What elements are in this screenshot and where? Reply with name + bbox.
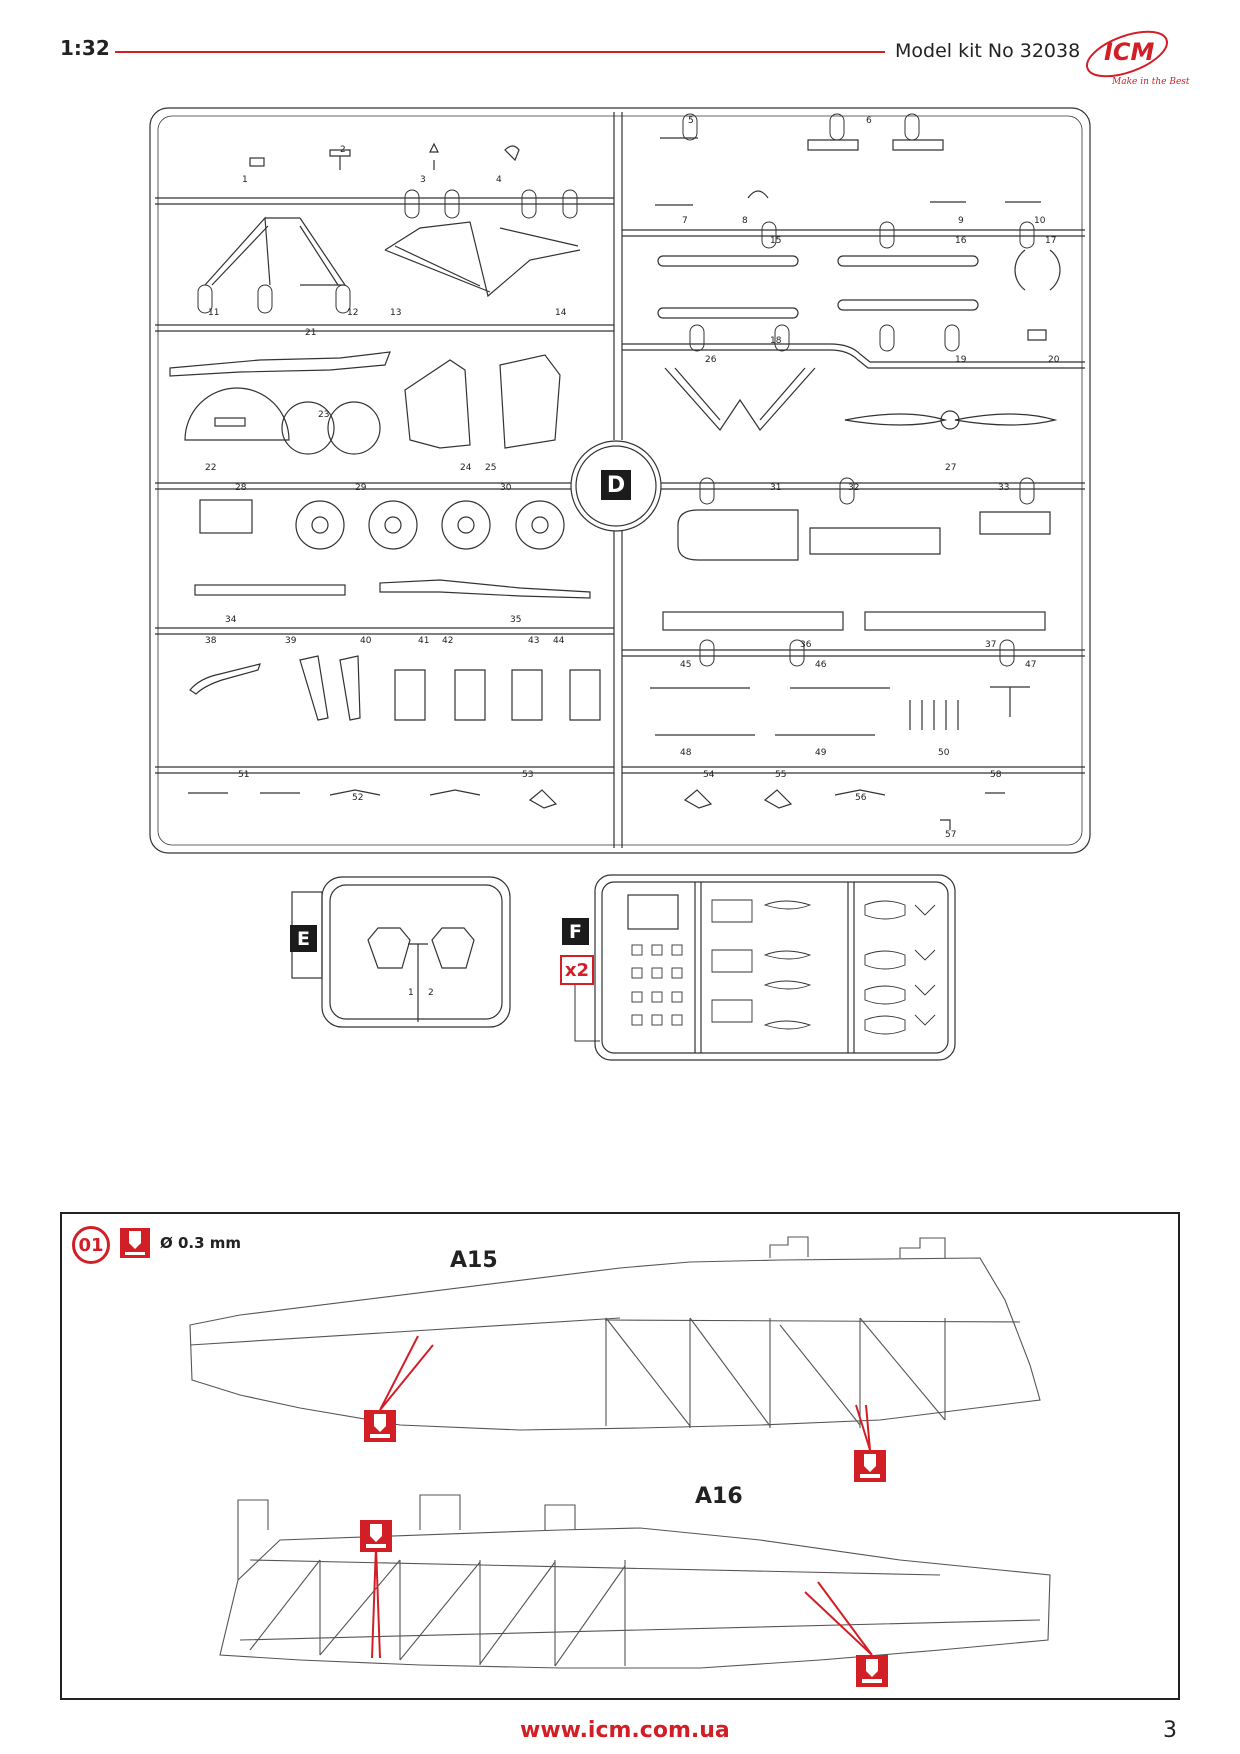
part-number: 48 — [680, 748, 692, 758]
part-number: 21 — [305, 328, 317, 338]
part-number: 51 — [238, 770, 250, 780]
sprue-f-multiplier: x2 — [560, 955, 594, 985]
part-number: 4 — [496, 175, 502, 185]
part-number: 41 — [418, 636, 430, 646]
part-number: 15 — [770, 236, 782, 246]
website-link[interactable]: www.icm.com.ua — [520, 1718, 730, 1743]
part-number: 38 — [205, 636, 217, 646]
sprue-e-tag: E — [290, 925, 317, 952]
part-number: 37 — [985, 640, 997, 650]
part-number: 36 — [800, 640, 812, 650]
part-number: 34 — [225, 615, 237, 625]
part-number: 25 — [485, 463, 497, 473]
part-number: 52 — [352, 793, 364, 803]
sprue-d-tag: D — [601, 470, 631, 500]
part-number: 33 — [998, 483, 1010, 493]
part-number: 29 — [355, 483, 367, 493]
part-number: 8 — [742, 216, 748, 226]
part-number: 56 — [855, 793, 867, 803]
part-number: 49 — [815, 748, 827, 758]
part-number: 3 — [420, 175, 426, 185]
logo-slogan: Make in the Best — [1111, 77, 1190, 87]
part-number: 1 — [408, 988, 414, 998]
icm-logo: ICM Make in the Best — [1082, 28, 1192, 90]
part-number: 17 — [1045, 236, 1057, 246]
part-number: 44 — [553, 636, 565, 646]
part-number: 24 — [460, 463, 472, 473]
part-number: 57 — [945, 830, 957, 840]
part-number: 7 — [682, 216, 688, 226]
part-number: 53 — [522, 770, 534, 780]
part-number: 23 — [318, 410, 330, 420]
part-number: 50 — [938, 748, 950, 758]
part-label-a15: A15 — [450, 1248, 498, 1273]
fuselage-a16-outline — [219, 1527, 1051, 1669]
part-number: 26 — [705, 355, 717, 365]
part-number: 19 — [955, 355, 967, 365]
sprue-e-frame — [321, 876, 511, 1028]
kit-number: Model kit No 32038 — [895, 40, 1081, 62]
part-number: 46 — [815, 660, 827, 670]
part-number: 30 — [500, 483, 512, 493]
step-01-panel — [60, 1212, 1180, 1700]
sprue-f-tag: F — [562, 918, 589, 945]
part-number: 16 — [955, 236, 967, 246]
part-number: 40 — [360, 636, 372, 646]
part-number: 10 — [1034, 216, 1046, 226]
part-number: 13 — [390, 308, 402, 318]
drill-diameter: Ø 0.3 mm — [160, 1234, 242, 1252]
part-number: 45 — [680, 660, 692, 670]
part-number: 35 — [510, 615, 522, 625]
part-label-a16: A16 — [695, 1484, 743, 1509]
part-number: 2 — [428, 988, 434, 998]
part-number: 32 — [848, 483, 860, 493]
part-number: 12 — [347, 308, 359, 318]
part-number: 39 — [285, 636, 297, 646]
part-number: 20 — [1048, 355, 1060, 365]
part-number: 2 — [340, 145, 346, 155]
sprue-f-frame — [594, 874, 956, 1061]
scale-label: 1:32 — [60, 36, 110, 60]
part-number: 5 — [688, 116, 694, 126]
part-number: 28 — [235, 483, 247, 493]
drill-icon — [120, 1228, 150, 1258]
fuselage-a15-outline — [189, 1257, 1041, 1431]
part-number: 22 — [205, 463, 217, 473]
part-number: 1 — [242, 175, 248, 185]
sprue-d-frame — [149, 107, 1091, 854]
part-number: 9 — [958, 216, 964, 226]
part-number: 42 — [442, 636, 454, 646]
page-number: 3 — [1163, 1718, 1177, 1743]
part-number: 14 — [555, 308, 567, 318]
part-number: 31 — [770, 483, 782, 493]
part-number: 6 — [866, 116, 872, 126]
part-number: 55 — [775, 770, 787, 780]
logo-text: ICM — [1104, 38, 1155, 66]
step-number: 01 — [72, 1226, 110, 1264]
part-number: 27 — [945, 463, 957, 473]
part-number: 47 — [1025, 660, 1037, 670]
part-number: 11 — [208, 308, 220, 318]
part-number: 43 — [528, 636, 540, 646]
part-number: 54 — [703, 770, 715, 780]
part-number: 18 — [770, 336, 782, 346]
header-rule — [115, 51, 885, 53]
part-number: 58 — [990, 770, 1002, 780]
